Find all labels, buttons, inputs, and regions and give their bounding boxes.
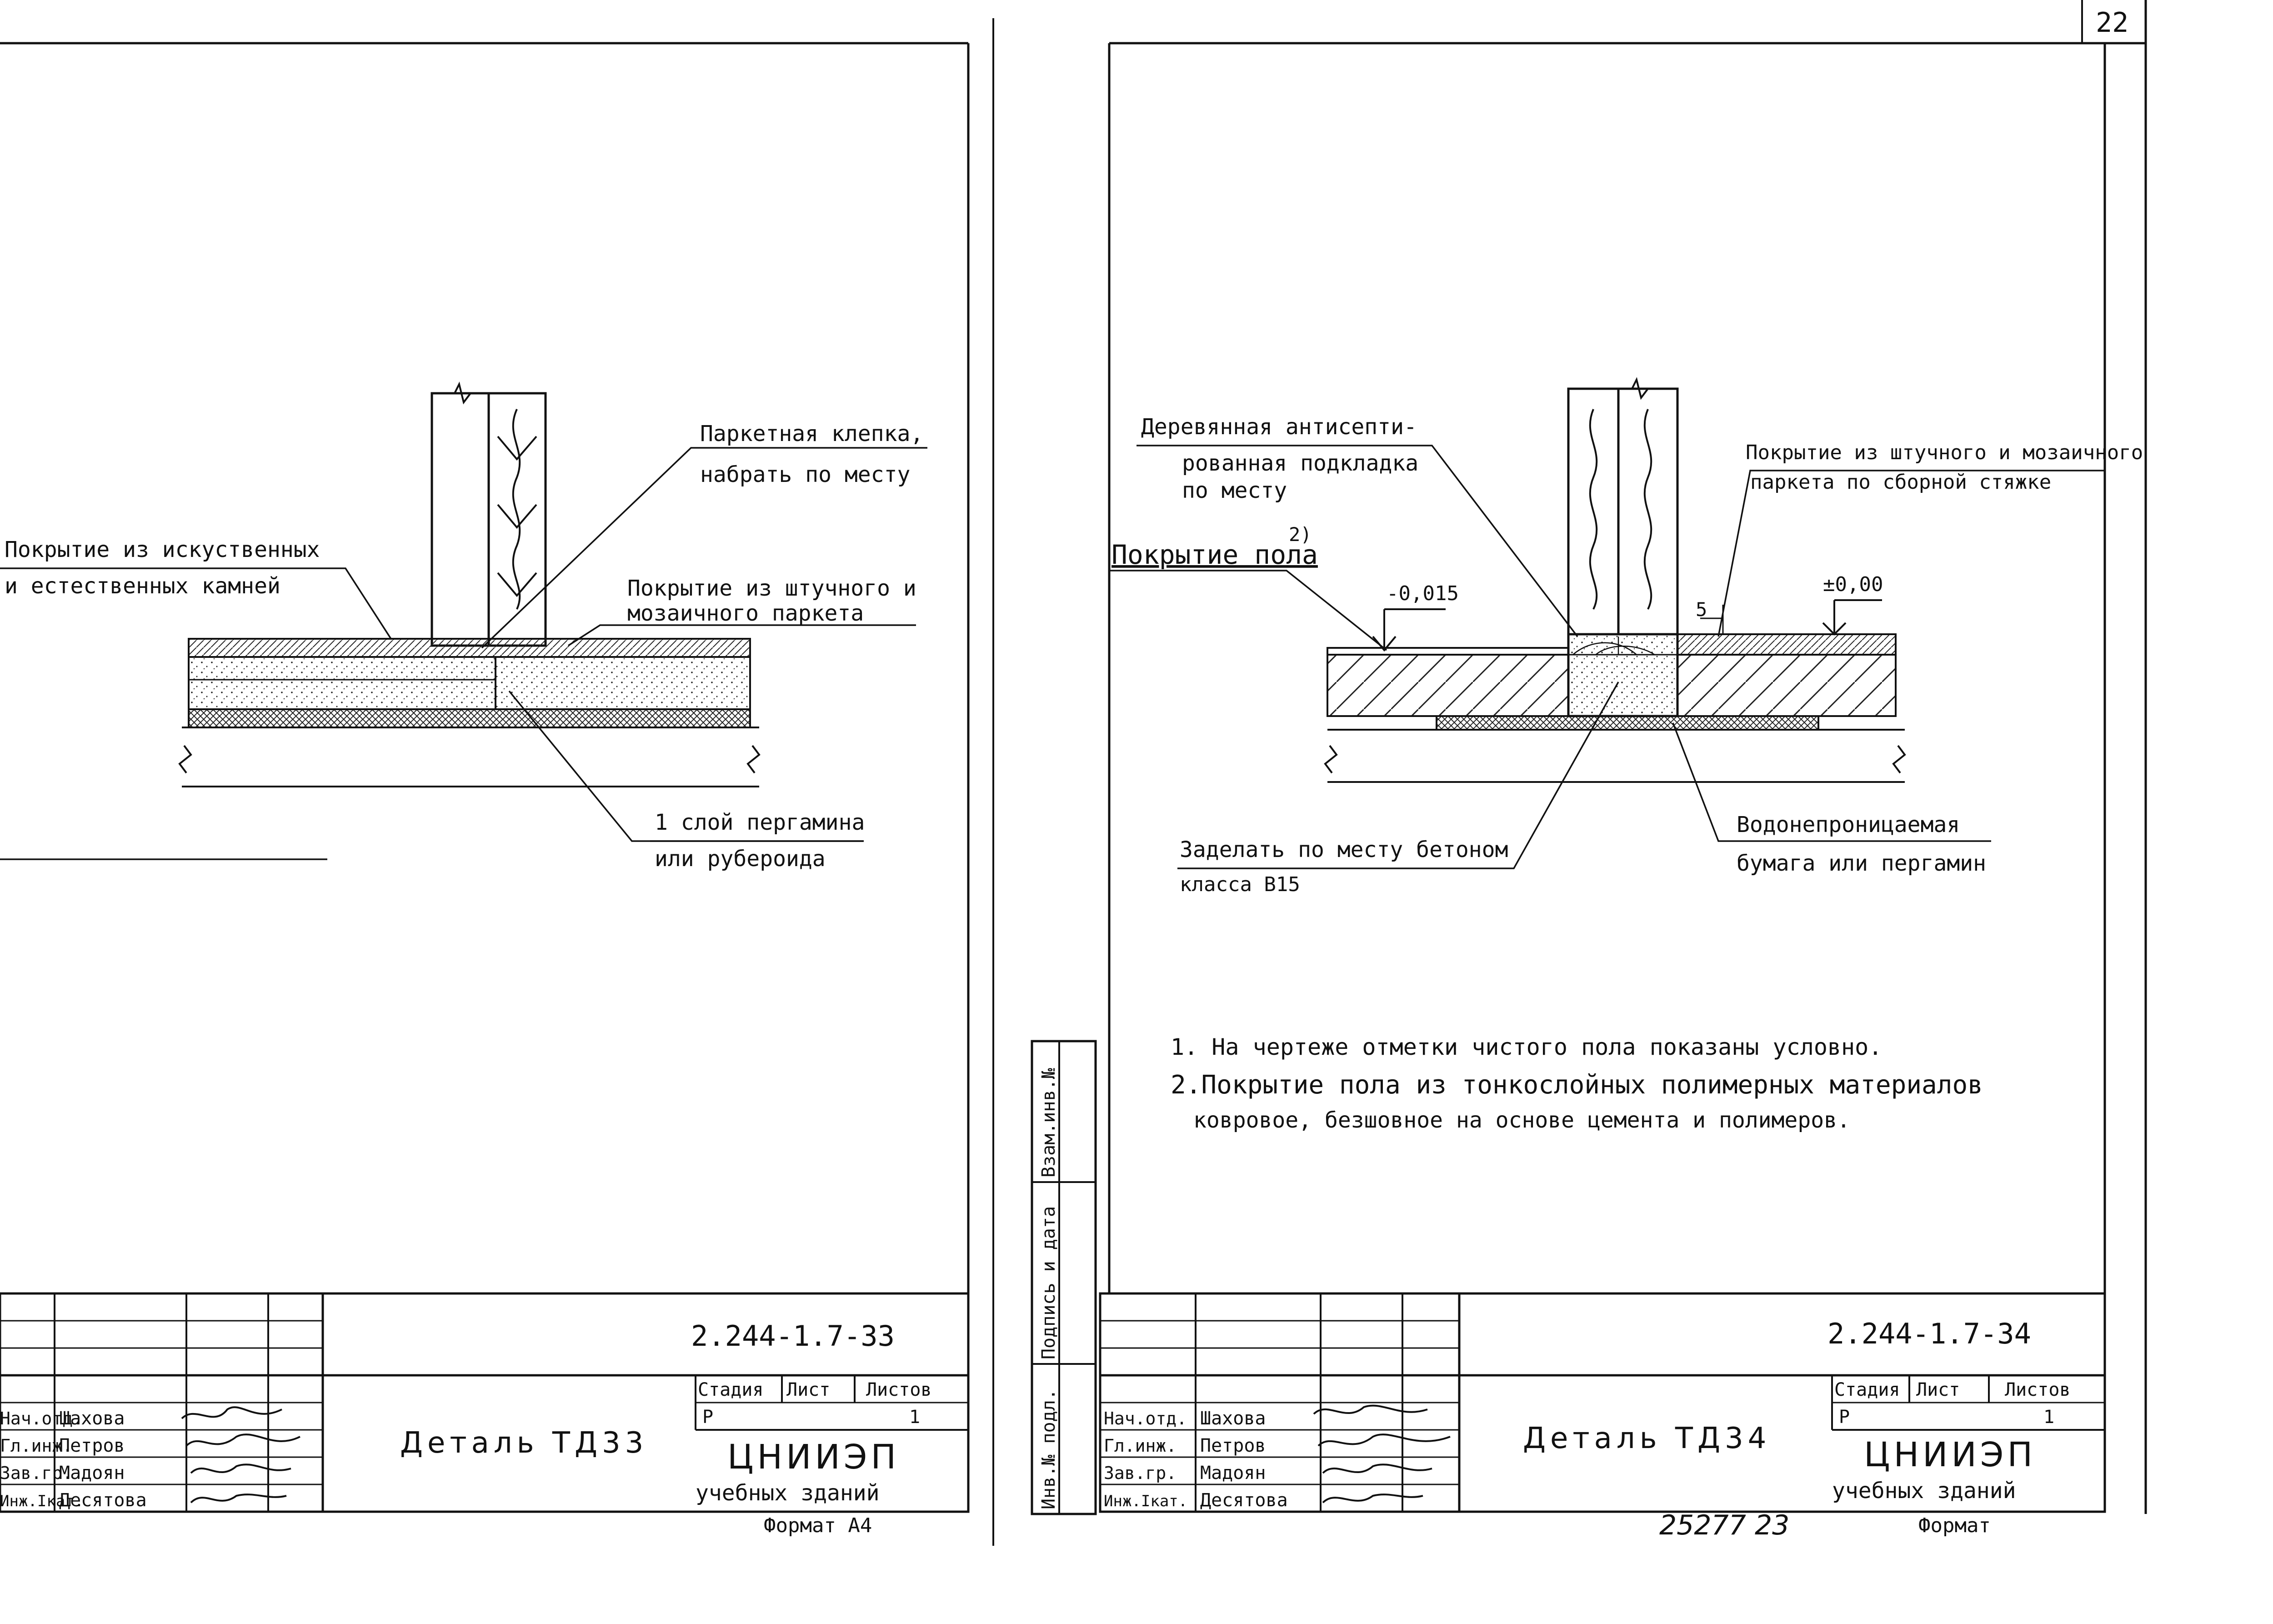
page-number: 22 (2096, 7, 2128, 39)
name-row2-right: Петров (1200, 1435, 1266, 1456)
name-row3-left: Мадоян (59, 1463, 125, 1484)
signatures-left (181, 1406, 300, 1504)
role-row2-left: Гл.инж. (0, 1436, 73, 1456)
note-1: 1. На чертеже отметки чистого пола показ… (1171, 1034, 1882, 1060)
stamp-signature-date: Подпись и дата (1038, 1206, 1059, 1359)
callout-membrane-line1: 1 слой пергамина (655, 810, 865, 835)
callout-mosaic-line2: мозаичного паркета (627, 601, 864, 626)
role-row4-right: Инж.Iкат. (1104, 1492, 1187, 1510)
stage-value-right: Р (1839, 1407, 1850, 1428)
callout-wood-line1: Деревянная антисепти- (1141, 414, 1417, 440)
level-mark-left: -0,015 (1387, 582, 1459, 605)
org-sub-left: учебных зданий (696, 1480, 880, 1506)
role-row3-left: Зав.гр. (0, 1463, 73, 1483)
callout-membrane-line2: или рубероида (655, 846, 826, 872)
col-sheets-left: Листов (866, 1379, 932, 1400)
sheets-value-right: 1 (2043, 1407, 2054, 1428)
name-row1-left: Шахова (59, 1408, 125, 1429)
callout-parquet-stave-line1: Паркетная клепка, (700, 421, 923, 446)
right-sheet (1108, 0, 2147, 1514)
role-row4-left: Инж.Iкат. (0, 1492, 84, 1510)
name-row4-left: Десятова (59, 1490, 147, 1511)
col-stage-right: Стадия (1834, 1379, 1900, 1400)
callout-paper-line2: бумага или пергамин (1737, 851, 1986, 876)
detail-title-left: Деталь ТД33 (400, 1426, 648, 1460)
callout-floor-cover-note: 2) (1289, 523, 1312, 546)
doc-code-left: 2.244-1.7-33 (691, 1319, 895, 1353)
detail-td33-drawing (0, 381, 927, 860)
callout-stone-line1: Покрытие из искуственных (5, 537, 320, 562)
title-block-left (0, 1292, 970, 1513)
callout-mosaic-right-line2: паркета по сборной стяжке (1750, 471, 2051, 494)
doc-code-right: 2.244-1.7-34 (1827, 1317, 2031, 1350)
role-row2-right: Гл.инж. (1104, 1436, 1177, 1456)
stage-value-left: Р (702, 1407, 713, 1428)
callout-concrete-line1: Заделать по месту бетоном (1180, 837, 1508, 862)
col-sheets-right: Листов (2005, 1379, 2071, 1400)
callout-wood-line3: по месту (1182, 478, 1287, 503)
detail-td34-drawing (1109, 377, 2105, 869)
role-row1-left: Нач.отд. (0, 1408, 83, 1429)
format-right: Формат (1918, 1514, 1991, 1537)
col-sheet-left: Лист (786, 1379, 830, 1400)
note-2-cont: ковровое, безшовное на основе цемента и … (1193, 1108, 1850, 1133)
note-2: 2.Покрытие пола из тонкослойных полимерн… (1171, 1070, 1983, 1100)
col-stage-left: Стадия (698, 1379, 764, 1400)
name-row3-right: Мадоян (1200, 1463, 1266, 1484)
col-sheet-right: Лист (1916, 1379, 1960, 1400)
level-mark-right: ±0,00 (1823, 573, 1883, 596)
name-row4-right: Десятова (1200, 1490, 1288, 1511)
org-name-right: ЦНИИЭП (1864, 1435, 2036, 1474)
stamp-inv-number: Инв.№ подл. (1038, 1389, 1059, 1509)
callout-mosaic-line1: Покрытие из штучного и (627, 576, 916, 601)
format-left: Формат А4 (764, 1514, 872, 1537)
dimension-5: 5 (1696, 598, 1707, 621)
callout-concrete-line2: класса В15 (1180, 873, 1300, 896)
callout-mosaic-right-line1: Покрытие из штучного и мозаичного (1746, 441, 2143, 464)
stamp-replace-inv: Взам.инв.№ (1038, 1068, 1059, 1178)
detail-title-right: Деталь ТД34 (1523, 1422, 1771, 1455)
name-row1-right: Шахова (1200, 1408, 1266, 1429)
name-row2-left: Петров (59, 1435, 125, 1456)
callout-parquet-stave-line2: набрать по месту (700, 462, 910, 487)
signatures-right (1313, 1404, 1451, 1504)
archive-number: 25277 23 (1659, 1509, 1789, 1541)
org-sub-right: учебных зданий (1832, 1478, 2016, 1504)
callout-paper-line1: Водонепроницаемая (1737, 812, 1960, 837)
org-name-left: ЦНИИЭП (727, 1438, 900, 1477)
callout-floor-cover: Покрытие пола (1111, 539, 1318, 570)
role-row3-right: Зав.гр. (1104, 1463, 1177, 1483)
callout-stone-line2: и естественных камней (5, 573, 280, 599)
sheets-value-left: 1 (909, 1407, 920, 1428)
role-row1-right: Нач.отд. (1104, 1408, 1187, 1429)
side-stamp (1031, 1040, 1097, 1515)
left-sheet: Паркетная клепка, набрать по месту Покры… (0, 18, 994, 1546)
title-block-right (1099, 1292, 2106, 1513)
callout-wood-line2: рованная подкладка (1182, 451, 1418, 476)
